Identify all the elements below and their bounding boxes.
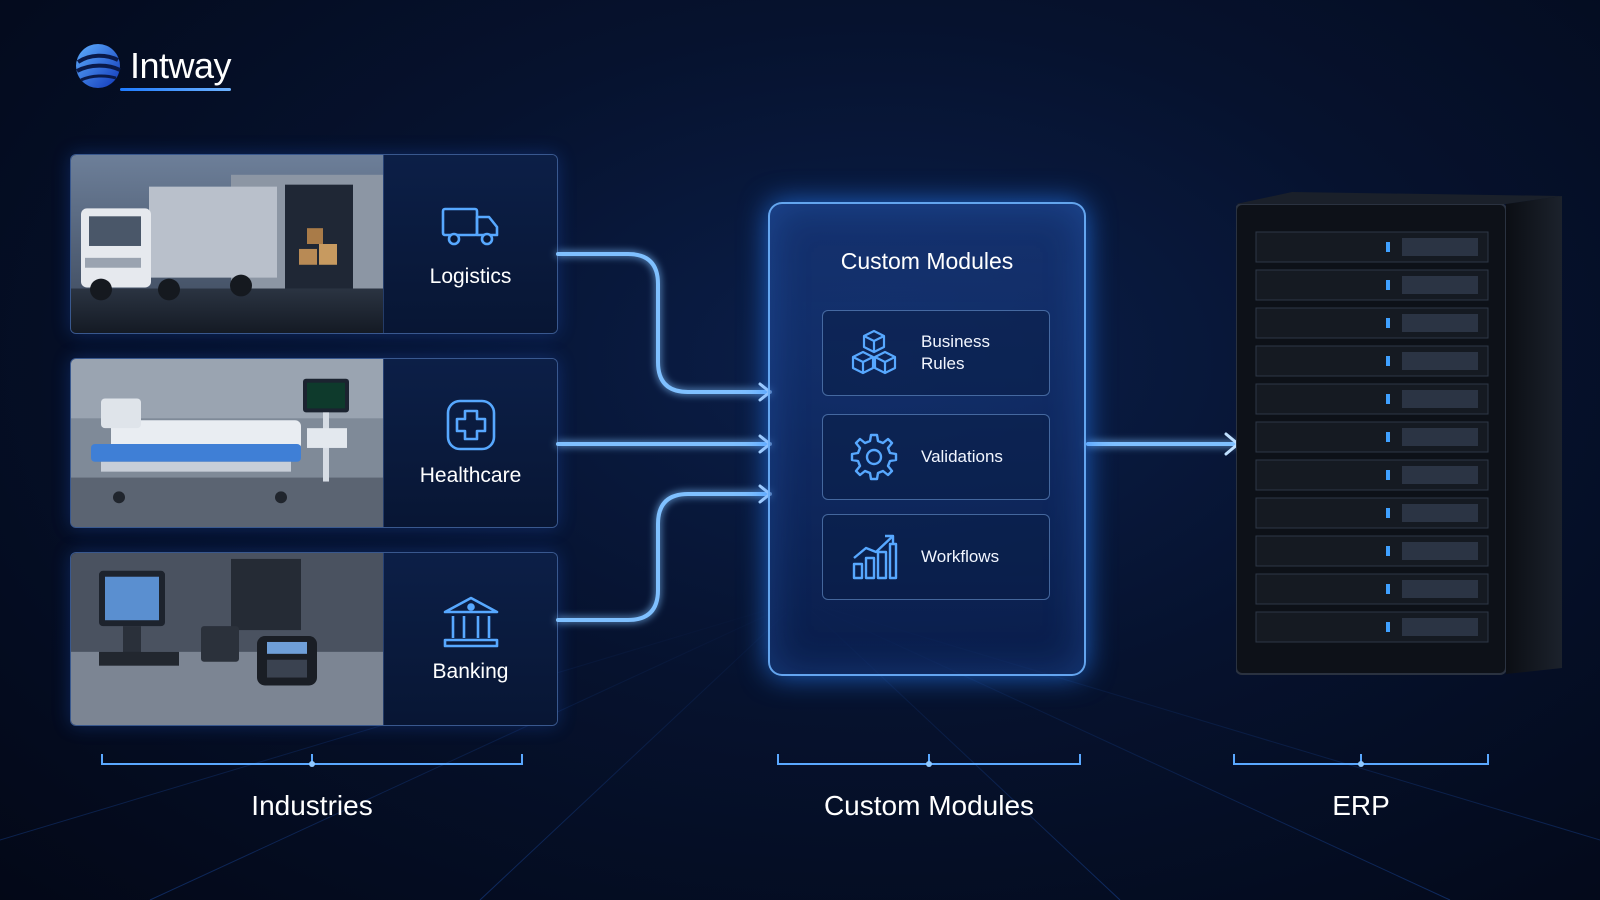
bank-building-icon <box>443 596 498 648</box>
brand-name: Intway <box>119 45 232 91</box>
industry-card-healthcare[interactable]: Healthcare <box>70 358 558 528</box>
modules-bracket <box>777 754 1081 767</box>
module-label-business-rules: Business Rules <box>921 332 990 373</box>
section-label-industries: Industries <box>251 790 373 821</box>
brand-logo[interactable]: Intway <box>72 40 232 92</box>
industry-label-logistics: Logistics <box>429 265 512 288</box>
cubes-icon <box>851 329 897 375</box>
industry-panel-logistics: Logistics <box>383 155 557 333</box>
medical-cross-icon <box>446 399 495 451</box>
module-label-workflows: Workflows <box>921 547 1000 566</box>
modules-panel-title: Custom Modules <box>840 248 1014 274</box>
growth-chart-icon <box>852 534 898 580</box>
custom-modules-panel: Custom Modules Business Rules <box>768 202 1086 676</box>
erp-server-rack <box>1236 192 1562 675</box>
industry-panel-banking: Banking <box>383 553 557 725</box>
industry-panel-healthcare: Healthcare <box>383 359 557 527</box>
section-label-erp: ERP <box>1332 790 1390 821</box>
truck-icon <box>441 207 498 246</box>
gear-icon <box>850 433 898 481</box>
industry-card-logistics[interactable]: Logistics <box>70 154 558 334</box>
industries-bracket <box>101 754 523 767</box>
module-workflows[interactable]: Workflows <box>822 514 1050 600</box>
industry-card-banking[interactable]: Banking <box>70 552 558 726</box>
globe-swirl-icon <box>76 44 121 88</box>
module-business-rules[interactable]: Business Rules <box>822 310 1050 396</box>
module-label-validations: Validations <box>921 447 1003 466</box>
healthcare-bed-photo <box>71 359 383 527</box>
industry-label-banking: Banking <box>432 660 509 683</box>
industry-label-healthcare: Healthcare <box>419 464 522 487</box>
erp-bracket <box>1233 754 1489 767</box>
logistics-truck-photo <box>71 155 383 333</box>
module-validations[interactable]: Validations <box>822 414 1050 500</box>
section-label-modules: Custom Modules <box>823 790 1035 821</box>
banking-terminal-photo <box>71 553 383 725</box>
